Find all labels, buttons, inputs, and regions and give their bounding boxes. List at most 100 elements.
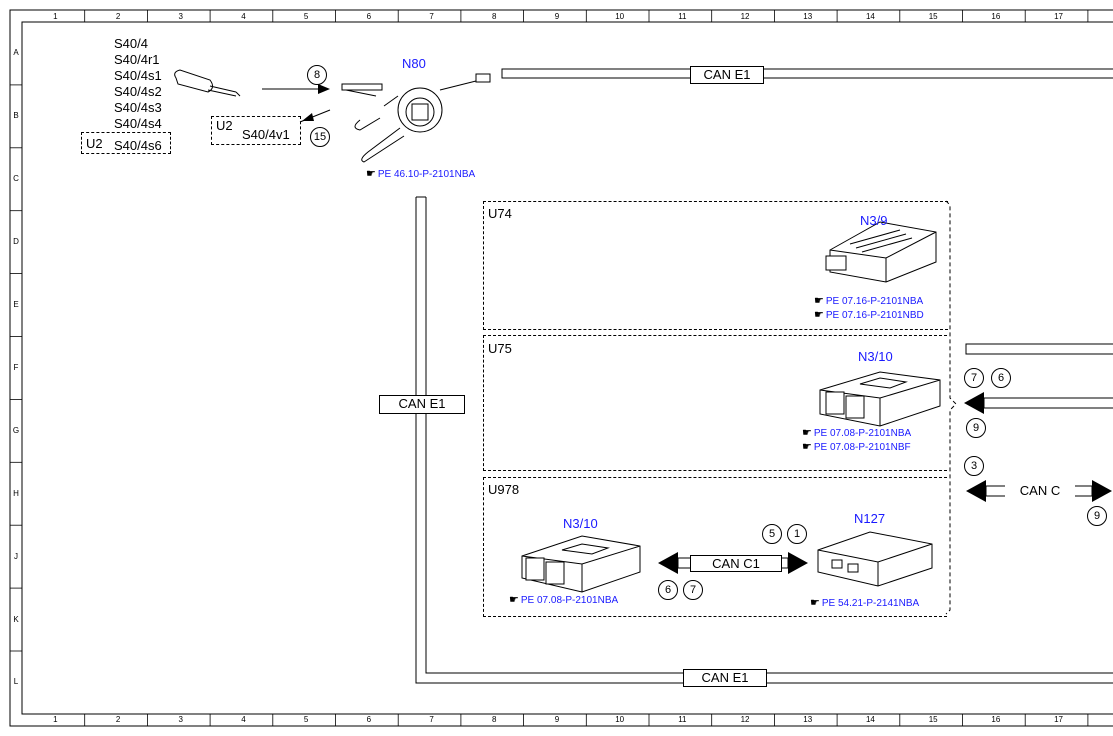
column-label: 5 bbox=[303, 715, 309, 724]
inner-frame bbox=[21, 21, 1113, 715]
column-label: 5 bbox=[303, 12, 309, 21]
group-u978 bbox=[483, 477, 947, 617]
callout-5: 5 bbox=[762, 524, 782, 544]
column-label: 1 bbox=[53, 715, 58, 724]
column-label: 3 bbox=[178, 12, 183, 21]
can-bus-g-row bbox=[964, 392, 1113, 414]
column-label: 17 bbox=[1054, 12, 1063, 21]
hand-pointer-icon: ☛ bbox=[366, 168, 376, 180]
n3-10-ecu-icon-u978 bbox=[521, 535, 641, 593]
column-label: 15 bbox=[928, 12, 938, 21]
switch-label-4: S40/4s2 bbox=[114, 84, 162, 99]
column-label: 13 bbox=[803, 12, 813, 21]
row-label: G bbox=[12, 425, 20, 435]
column-label: 4 bbox=[241, 715, 246, 724]
callout-15: 15 bbox=[310, 127, 330, 147]
u2-box-s40-4v1 bbox=[211, 116, 301, 145]
column-label: 7 bbox=[429, 12, 434, 21]
callout-8: 8 bbox=[307, 65, 327, 85]
row-label: L bbox=[13, 677, 19, 687]
n3-10-u978-ref[interactable]: ☛PE 07.08-P-2101NBA bbox=[509, 594, 619, 606]
column-label: 4 bbox=[241, 12, 246, 21]
hand-pointer-icon: ☛ bbox=[814, 295, 824, 307]
column-label: 14 bbox=[865, 12, 875, 21]
grid-ticks bbox=[10, 10, 1089, 726]
callout-3: 3 bbox=[964, 456, 984, 476]
u2-label-1: S40/4s6 bbox=[114, 138, 162, 153]
callout-7: 7 bbox=[964, 368, 984, 388]
outer-frame bbox=[9, 9, 1113, 727]
row-label: A bbox=[13, 48, 19, 58]
n80-ref[interactable]: ☛PE 46.10-P-2101NBA bbox=[366, 168, 476, 180]
column-label: 2 bbox=[115, 12, 121, 21]
group-right-bracket bbox=[945, 200, 957, 615]
switch-label-2: S40/4r1 bbox=[114, 52, 160, 67]
group-u978-name: U978 bbox=[488, 482, 520, 497]
column-label: 17 bbox=[1054, 715, 1063, 724]
group-u74-name: U74 bbox=[488, 206, 512, 221]
column-label: 6 bbox=[366, 12, 372, 21]
column-label: 12 bbox=[740, 12, 750, 21]
column-label: 11 bbox=[678, 12, 687, 21]
row-label: J bbox=[14, 551, 18, 561]
group-u74 bbox=[483, 201, 948, 330]
u2-prefix-2: U2 bbox=[216, 118, 233, 133]
n3-10-ref-1[interactable]: ☛PE 07.08-P-2101NBA bbox=[802, 427, 912, 439]
row-label: K bbox=[13, 614, 19, 624]
can-e1-left-bus bbox=[415, 196, 1113, 684]
n127-ref[interactable]: ☛PE 54.21-P-2141NBA bbox=[810, 597, 920, 609]
callout-6: 6 bbox=[991, 368, 1011, 388]
column-label: 2 bbox=[115, 715, 121, 724]
column-label: 3 bbox=[178, 715, 183, 724]
can-c-label: CAN C bbox=[1005, 483, 1075, 498]
row-label: C bbox=[13, 174, 19, 184]
row-label: B bbox=[13, 111, 19, 121]
n3-10-ecu-icon-u75 bbox=[819, 371, 941, 427]
n127-title: N127 bbox=[854, 511, 886, 526]
can-e1-left-label: CAN E1 bbox=[379, 395, 465, 414]
u2-box-s40-4s6 bbox=[81, 132, 171, 154]
switch-label-3: S40/4s1 bbox=[114, 68, 162, 83]
n3-10-title-u75: N3/10 bbox=[858, 349, 893, 364]
column-label: 10 bbox=[615, 715, 625, 724]
row-label: E bbox=[13, 300, 19, 310]
steering-column-module-icon bbox=[341, 73, 491, 163]
can-e1-top-label: CAN E1 bbox=[690, 66, 764, 84]
column-label: 16 bbox=[991, 715, 1001, 724]
n127-module-icon bbox=[817, 531, 933, 587]
u2-prefix-1: U2 bbox=[86, 136, 103, 151]
callout-6b: 6 bbox=[658, 580, 678, 600]
can-e1-bottom-label: CAN E1 bbox=[683, 669, 767, 687]
switch-arrows bbox=[262, 84, 331, 123]
callout-7b: 7 bbox=[683, 580, 703, 600]
switch-label-6: S40/4s4 bbox=[114, 116, 162, 131]
column-label: 8 bbox=[492, 12, 497, 21]
column-label: 12 bbox=[740, 715, 750, 724]
stalk-switch-icon bbox=[174, 69, 241, 97]
callout-9a: 9 bbox=[966, 418, 986, 438]
n3-9-ref-2[interactable]: ☛PE 07.16-P-2101NBD bbox=[814, 309, 924, 321]
column-label: 11 bbox=[678, 715, 687, 724]
column-label: 1 bbox=[53, 12, 58, 21]
column-label: 16 bbox=[991, 12, 1001, 21]
switch-label-1: S40/4 bbox=[114, 36, 148, 51]
callout-9b: 9 bbox=[1087, 506, 1107, 526]
hand-pointer-icon: ☛ bbox=[802, 441, 812, 453]
column-label: 9 bbox=[554, 12, 560, 21]
column-label: 8 bbox=[492, 715, 497, 724]
n3-10-title-u978: N3/10 bbox=[563, 516, 598, 531]
can-e1-top-bus bbox=[501, 68, 1113, 79]
group-u75-name: U75 bbox=[488, 341, 512, 356]
n3-9-title: N3/9 bbox=[860, 213, 888, 228]
switch-label-5: S40/4s3 bbox=[114, 100, 162, 115]
row-label: F bbox=[13, 362, 19, 372]
row-label: H bbox=[13, 488, 19, 498]
n3-9-ref-1[interactable]: ☛PE 07.16-P-2101NBA bbox=[814, 295, 924, 307]
column-label: 13 bbox=[803, 715, 813, 724]
column-label: 6 bbox=[366, 715, 372, 724]
n3-10-ref-2[interactable]: ☛PE 07.08-P-2101NBF bbox=[802, 441, 911, 453]
column-label: 15 bbox=[928, 715, 938, 724]
can-c1-label: CAN C1 bbox=[690, 555, 782, 572]
callout-1: 1 bbox=[787, 524, 807, 544]
